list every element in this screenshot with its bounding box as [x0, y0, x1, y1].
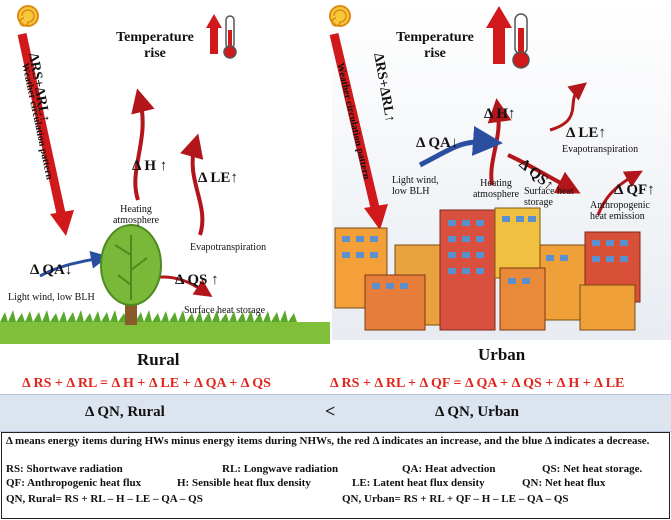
comparison-band: Δ QN, Rural < Δ QN, Urban	[0, 394, 671, 432]
rural-h-arrow	[131, 88, 155, 201]
urban-dqf-label: Δ QF↑	[614, 182, 655, 198]
rural-le-arrow	[180, 133, 205, 236]
urban-dle-label: Δ LE↑	[566, 125, 606, 141]
diagram-graphics	[0, 0, 671, 344]
rural-title: Rural	[137, 350, 180, 369]
legend-qa: QA: Heat advection	[402, 463, 496, 475]
legend-rl: RL: Longwave radiation	[222, 463, 339, 475]
rural-thermometer-icon	[206, 14, 237, 59]
rural-dh-label: Δ H ↑	[132, 158, 168, 174]
urban-dh-label: Δ H↑	[484, 106, 516, 122]
legend-qn-rural: QN, Rural= RS + RL – H – LE – QA – QS	[6, 493, 203, 505]
urban-sun-icon	[329, 5, 351, 27]
urban-storage-label: Surface heat storage	[524, 186, 574, 208]
urban-evap-label: Evapotranspiration	[562, 144, 639, 155]
rural-dqa-label: Δ QA↓	[30, 262, 73, 278]
rural-heating-label: Heating atmosphere	[112, 204, 160, 226]
urban-windows	[342, 216, 628, 289]
urban-incoming-radiation-arrow	[329, 32, 388, 230]
rural-ground	[0, 322, 330, 344]
legend-qs: QS: Net heat storage.	[542, 463, 643, 475]
rural-grass	[0, 310, 297, 322]
legend-qf: QF: Anthropogenic heat flux	[6, 477, 142, 489]
qn-urban-label: Δ QN, Urban	[435, 404, 520, 420]
rural-evap-label: Evapotranspiration	[190, 242, 267, 253]
legend-rs: RS: Shortwave radiation	[6, 463, 123, 475]
rural-equation: Δ RS + Δ RL = Δ H + Δ LE + Δ QA + Δ QS	[22, 376, 271, 391]
urban-anthro-label: Anthropogenic heat emission	[590, 200, 650, 222]
urban-title: Urban	[478, 345, 526, 364]
rural-sun-icon	[17, 5, 39, 27]
legend-box: Δ means energy items during HWs minus en…	[1, 432, 670, 519]
urban-qa-arrow	[418, 125, 503, 168]
rural-tree-icon	[100, 224, 162, 325]
rural-dqs-label: Δ QS ↑	[175, 272, 219, 288]
urban-qs-arrow	[507, 153, 581, 194]
qn-rural-label: Δ QN, Rural	[85, 404, 165, 420]
urban-qf-arrow	[596, 170, 643, 216]
rural-incoming-radiation-arrow	[17, 33, 74, 236]
urban-thermometer-icon	[486, 6, 530, 69]
rural-wind-label: Light wind, low BLH	[8, 292, 95, 303]
rural-storage-label: Surface heat storage	[184, 305, 266, 316]
legend-note: Δ means energy items during HWs minus en…	[6, 435, 650, 447]
urban-temperature-rise: Temperature rise	[396, 30, 474, 62]
legend-qn: QN: Net heat flux	[522, 477, 606, 489]
rural-qa-arrow	[39, 250, 109, 278]
legend-h: H: Sensible heat flux density	[177, 477, 311, 489]
urban-dqa-label: Δ QA↓	[416, 135, 459, 151]
rural-dle-label: Δ LE↑	[198, 170, 238, 186]
urban-equation: Δ RS + Δ RL + Δ QF = Δ QA + Δ QS + Δ H +…	[330, 376, 625, 391]
legend-le: LE: Latent heat flux density	[352, 477, 485, 489]
legend-qn-urban: QN, Urban= RS + RL + QF – H – LE – QA – …	[342, 493, 569, 505]
urban-le-arrow	[549, 82, 588, 132]
comparison-operator: <	[325, 401, 336, 421]
urban-heating-label: Heating atmosphere	[472, 178, 520, 200]
rural-temperature-rise: Temperature rise	[116, 30, 194, 62]
urban-wind-label: Light wind, low BLH	[392, 175, 439, 197]
